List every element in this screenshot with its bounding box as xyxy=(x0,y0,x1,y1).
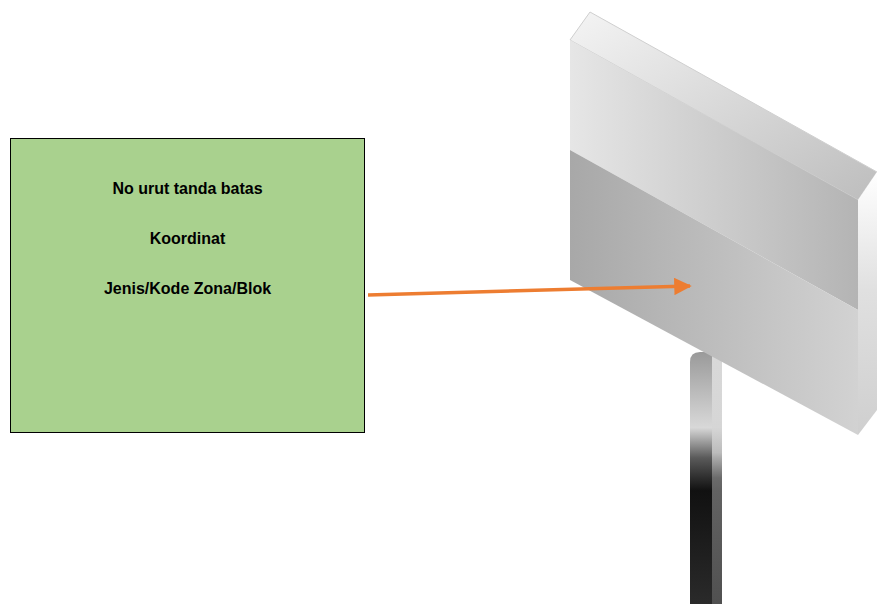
box-text: Koordinat xyxy=(23,229,352,248)
box-text: Jenis/Kode Zona/Blok xyxy=(23,279,352,298)
sign-board xyxy=(570,12,877,435)
leader-arrow xyxy=(368,286,690,295)
box-text: No urut tanda batas xyxy=(23,179,352,198)
sign-pole xyxy=(690,352,722,604)
info-box: No urut tanda batasKoordinatJenis/Kode Z… xyxy=(10,138,365,433)
